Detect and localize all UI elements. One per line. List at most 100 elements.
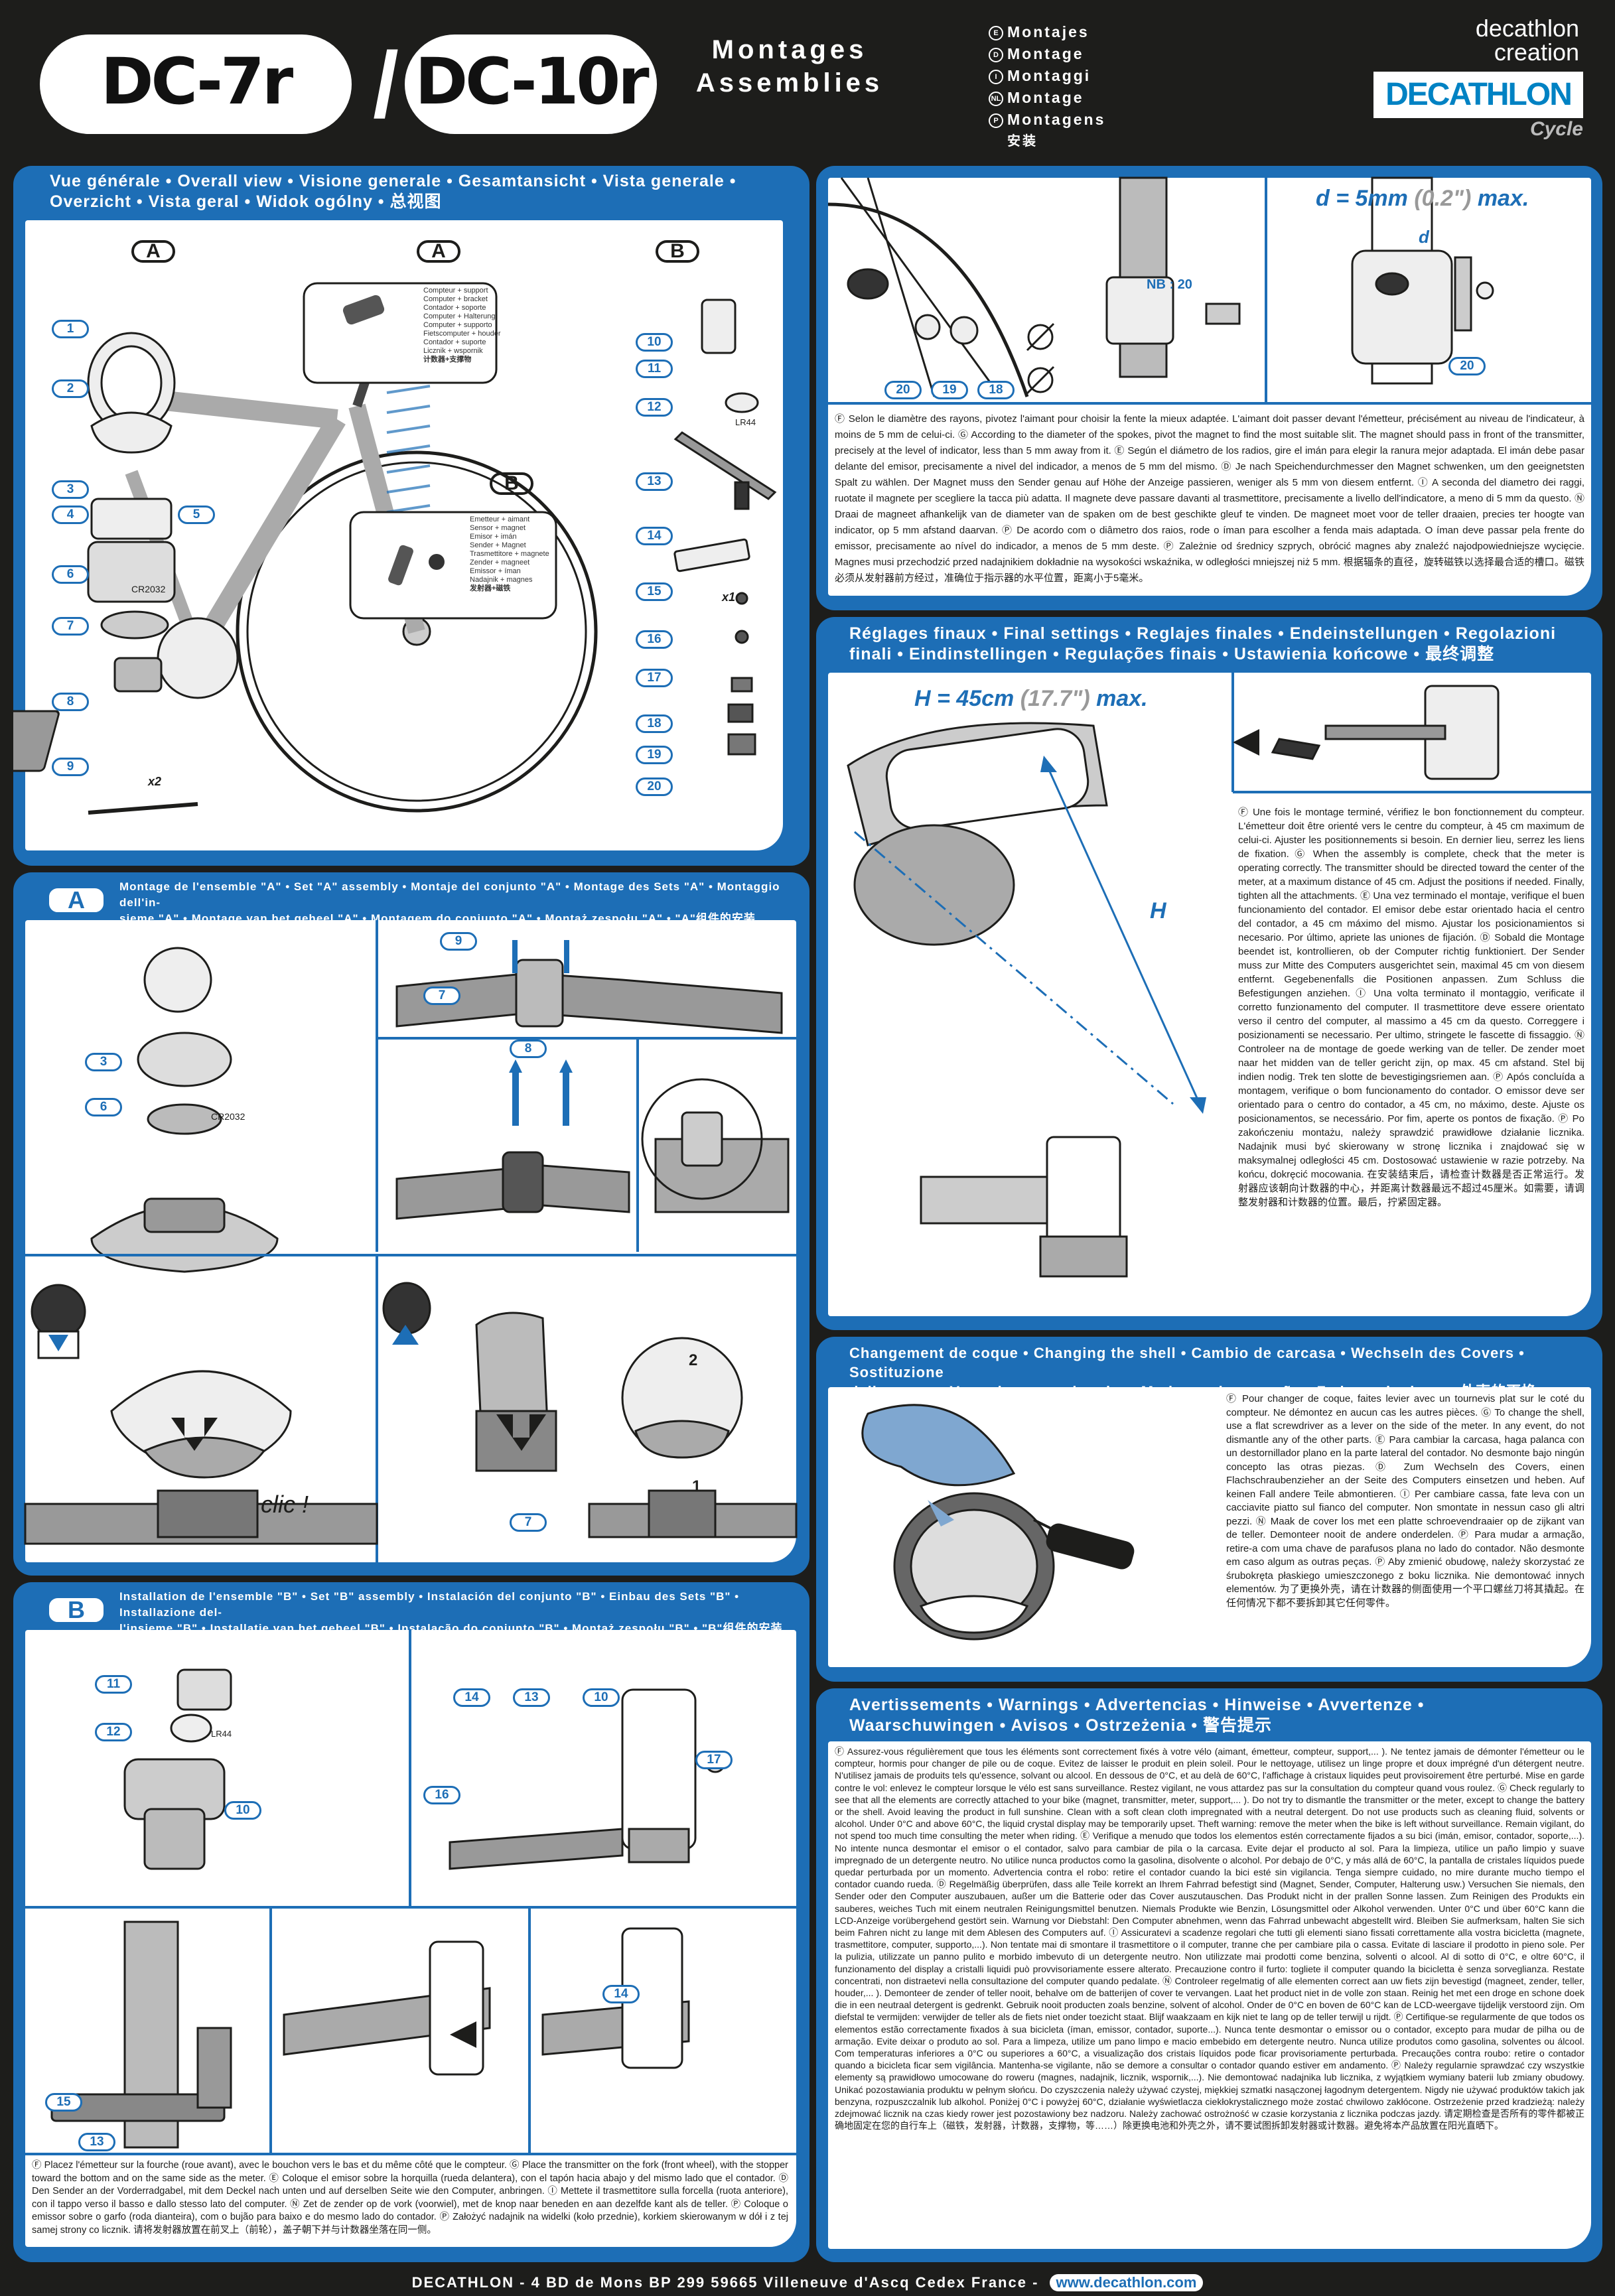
part-label-13: 13 [636,472,673,491]
assembly-b-illustrations [25,1630,796,2155]
warnings-text: Ⓕ Assurez-vous régulièrement que tous le… [835,1746,1584,2131]
brand-logo: DECATHLON [1373,72,1583,118]
battery-label-left: CR2032 [131,584,166,594]
part-label-7: 7 [423,986,460,1005]
brand-creation: decathlon creation [1475,15,1579,66]
part-label-15: 15 [45,2093,82,2112]
overview-panel: Vue générale • Overall view • Visione ge… [13,166,809,866]
warnings-panel: Avertissements • Warnings • Advertencias… [816,1688,1602,2262]
part-label-14-b: 14 [602,1985,640,2003]
magnet-content: NB : 20 20 19 18 20 d = 5mm (0.2") max. … [827,176,1591,596]
part-label-16: 16 [636,630,673,649]
part-label-10: 10 [224,1801,261,1820]
shell-content: Ⓕ Pour changer de coque, faites levier a… [828,1387,1591,1667]
footer-website-link[interactable]: www.decathlon.com [1049,2274,1204,2291]
part-label-5: 5 [178,506,215,524]
footer-address: DECATHLON - 4 BD de Mons BP 299 59665 Vi… [411,2274,1039,2291]
label-a: A [131,240,175,263]
part-label-10: 10 [636,333,673,352]
magnet-illustrations [827,176,1591,405]
footer: DECATHLON - 4 BD de Mons BP 299 59665 Vi… [0,2269,1615,2296]
title-line1: Montages [711,35,868,64]
final-settings-content: H = 45cm (17.7") max. H Ⓕ Une fois le mo… [828,673,1591,1316]
final-settings-illustrations [847,673,1591,1278]
h-letter: H [1150,898,1166,923]
step-2: 2 [689,1351,698,1369]
part-label-19: 19 [931,381,968,399]
part-label-11: 11 [636,360,673,378]
model-separator: / [373,33,399,137]
model-logo-dc10r: DC-10r [405,34,657,134]
magnet-panel: NB : 20 20 19 18 20 d = 5mm (0.2") max. … [816,166,1602,610]
model-logo-dc7r: DC-7r [40,34,352,134]
assembly-b-panel: B Installation de l'ensemble "B" • Set "… [13,1582,809,2262]
part-label-14: 14 [636,527,673,545]
nb-label: NB : 20 [1147,277,1192,292]
part-label-8: 8 [510,1040,547,1058]
part-label-17: 17 [695,1751,733,1769]
warnings-content: Ⓕ Assurez-vous régulièrement que tous le… [828,1741,1591,2249]
max-distance-d: d = 5mm (0.2") max. [1316,186,1529,211]
d-letter: d [1419,227,1429,247]
part-label-3: 3 [85,1053,122,1071]
overview-content: A A B B [13,220,783,850]
step-1: 1 [692,1477,701,1495]
part-label-10-b: 10 [583,1688,620,1707]
shell-illustrations [861,1404,1135,1641]
assembly-b-instructions: Ⓕ Placez l'émetteur sur la fourche (roue… [32,2160,788,2236]
assembly-a-illustrations [24,920,798,1562]
battery-label: LR44 [211,1729,232,1739]
shell-instructions: Ⓕ Pour changer de coque, faites levier a… [1226,1393,1584,1609]
part-label-6: 6 [52,565,89,584]
part-label-7: 7 [52,617,89,636]
shell-panel: Changement de coque • Changing the shell… [816,1337,1602,1682]
page-title: Montages Assemblies [670,33,909,100]
part-label-6: 6 [85,1098,122,1116]
max-distance-h: H = 45cm (17.7") max. [914,686,1148,711]
final-settings-panel: Réglages finaux • Final settings • Regla… [816,617,1602,1330]
part-label-11: 11 [95,1675,132,1694]
title-line2: Assemblies [695,68,884,98]
part-label-20-b: 20 [1448,357,1486,375]
part-label-13-b: 13 [78,2133,115,2151]
assembly-b-content: 11 12 LR44 10 14 13 10 17 16 15 13 14 Ⓕ … [25,1630,796,2247]
final-settings-title: Réglages finaux • Final settings • Regla… [849,624,1557,663]
part-label-18: 18 [636,714,673,733]
part-label-7-b: 7 [510,1513,547,1532]
part-label-3: 3 [52,480,89,499]
part-label-16: 16 [423,1786,460,1804]
clic-label: clic ! [261,1491,309,1518]
part-label-1: 1 [52,320,89,338]
assembly-a-badge: A [46,886,106,915]
label-a-bike: A [417,240,460,263]
brand-sub: Cycle [1529,118,1583,140]
part-label-20: 20 [884,381,922,399]
bike-illustration [13,282,777,815]
part-label-13: 13 [513,1688,550,1707]
magnet-instructions: Ⓕ Selon le diamètre des rayons, pivotez … [835,413,1584,584]
overview-title: Vue générale • Overall view • Visione ge… [50,172,737,211]
assembly-a-content: 3 6 CR2032 9 7 8 7 clic ! 1 2 [24,920,798,1562]
assembly-b-badge: B [46,1595,106,1625]
part-label-19: 19 [636,746,673,764]
part-label-4: 4 [52,506,89,524]
part-label-12: 12 [636,398,673,417]
part-label-2: 2 [52,379,89,398]
part-label-9: 9 [52,758,89,776]
part-label-15: 15 [636,582,673,601]
part-label-9: 9 [440,932,477,951]
qty-left: x2 [148,775,162,788]
warnings-title: Avertissements • Warnings • Advertencias… [849,1696,1425,1735]
battery-label: CR2032 [211,1111,246,1122]
part-label-17: 17 [636,669,673,687]
battery-label-right: LR44 [735,417,756,427]
